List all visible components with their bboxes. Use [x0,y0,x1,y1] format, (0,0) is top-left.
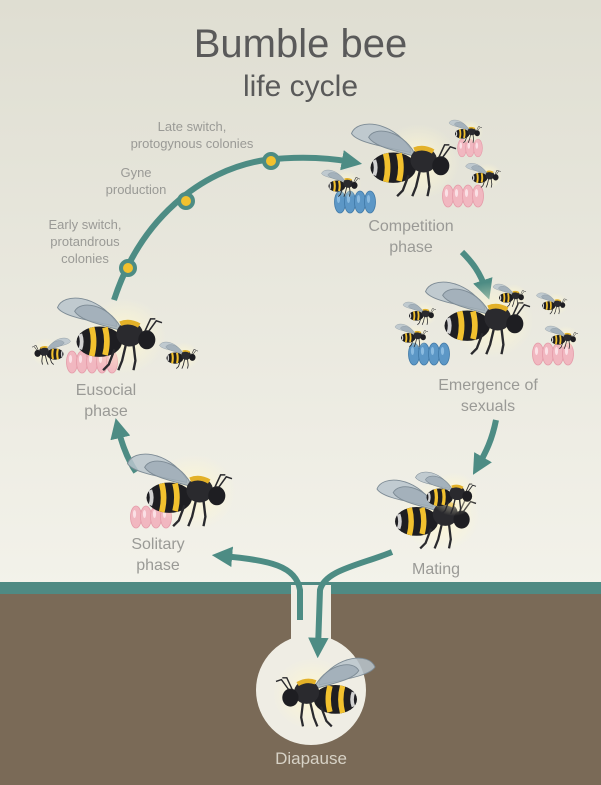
label-early-line-2: protandrous [30,233,140,250]
label-eusocial-line-2: phase [56,401,156,422]
label-late-switch: Late switch, protogynous colonies [112,118,272,152]
label-late-switch-line-1: Late switch, [112,118,272,135]
label-diapause: Diapause [256,748,366,769]
label-emergence-line-1: Emergence of [428,375,548,396]
label-solitary-line-1: Solitary [108,534,208,555]
label-early-switch: Early switch, protandrous colonies [30,216,140,267]
label-eusocial-line-1: Eusocial [56,380,156,401]
label-gyne-production: Gyne production [96,164,176,198]
label-mating: Mating [396,559,476,580]
label-early-line-3: colonies [30,250,140,267]
label-emergence-line-2: sexuals [428,396,548,417]
title-line-2: life cycle [0,70,601,104]
label-solitary-line-2: phase [108,555,208,576]
label-late-switch-line-2: protogynous colonies [112,135,272,152]
title-line-1: Bumble bee [0,22,601,67]
switch-node-gyne [179,194,193,208]
label-competition-phase: Competition phase [356,216,466,258]
label-diapause-line-1: Diapause [256,748,366,769]
label-solitary-phase: Solitary phase [108,534,208,576]
label-eusocial-phase: Eusocial phase [56,380,156,422]
label-gyne-line-1: Gyne [96,164,176,181]
label-emergence-of-sexuals: Emergence of sexuals [428,375,548,417]
label-early-line-1: Early switch, [30,216,140,233]
label-competition-line-1: Competition [356,216,466,237]
label-competition-line-2: phase [356,237,466,258]
label-gyne-line-2: production [96,181,176,198]
label-mating-line-1: Mating [396,559,476,580]
switch-node-late [264,154,278,168]
